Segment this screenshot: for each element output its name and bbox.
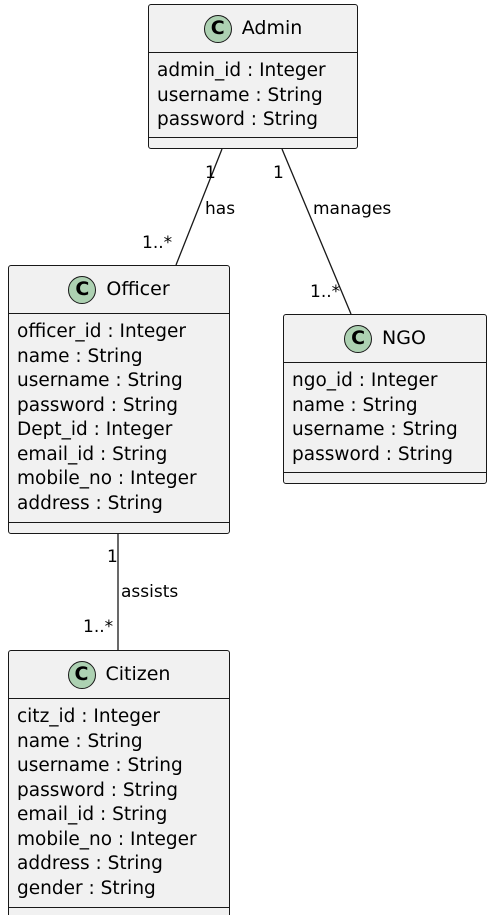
multiplicity-admin-ngo-source: 1 xyxy=(273,163,284,183)
class-stereotype-c-icon: C xyxy=(344,324,373,353)
attribute: mobile_no : Integer xyxy=(17,468,197,489)
attribute: email_id : String xyxy=(17,443,168,465)
attribute: password : String xyxy=(17,779,179,801)
class-name: NGO xyxy=(382,327,426,349)
attribute: admin_id : Integer xyxy=(157,60,326,81)
association-label-manages: manages xyxy=(313,199,391,219)
attribute: username : String xyxy=(157,84,323,106)
attribute: name : String xyxy=(17,730,143,752)
attribute: password : String xyxy=(17,394,179,416)
attribute-compartment: citz_id : Integer name : String username… xyxy=(9,699,229,908)
attribute: username : String xyxy=(17,370,183,391)
class-header: C Admin xyxy=(149,5,357,53)
association-label-assists: assists xyxy=(121,582,178,602)
class-name: Officer xyxy=(106,278,170,300)
attribute: mobile_no : Integer xyxy=(17,828,197,850)
attribute: password : String xyxy=(157,109,319,130)
class-stereotype-c-icon: C xyxy=(68,275,97,304)
attribute: officer_id : Integer xyxy=(17,321,187,342)
attribute: name : String xyxy=(292,394,418,416)
class-citizen[interactable]: C Citizen citz_id : Integer name : Strin… xyxy=(8,650,230,915)
class-name: Admin xyxy=(241,17,303,39)
class-admin[interactable]: C Admin admin_id : Integer username : St… xyxy=(148,4,358,149)
attribute: password : String xyxy=(292,443,454,465)
attribute: ngo_id : Integer xyxy=(292,370,438,391)
class-header: C Citizen xyxy=(9,651,229,699)
association-admin-officer: 1 has 1..* xyxy=(142,148,235,266)
class-header: C Officer xyxy=(9,266,229,314)
attribute: username : String xyxy=(17,755,183,776)
class-header: C NGO xyxy=(284,315,486,363)
attribute: address : String xyxy=(17,492,163,514)
attribute-compartment: admin_id : Integer username : String pas… xyxy=(149,53,357,138)
attribute: Dept_id : Integer xyxy=(17,419,173,440)
association-officer-citizen: 1 assists 1..* xyxy=(83,534,178,650)
attribute-compartment: ngo_id : Integer name : String username … xyxy=(284,363,486,473)
class-ngo[interactable]: C NGO ngo_id : Integer name : String use… xyxy=(283,314,487,484)
multiplicity-officer-citizen-source: 1 xyxy=(107,547,118,567)
class-stereotype-c-icon: C xyxy=(203,14,232,43)
class-name: Citizen xyxy=(105,663,171,685)
attribute: gender : String xyxy=(17,877,156,899)
attribute: address : String xyxy=(17,853,163,874)
attribute-compartment: officer_id : Integer name : String usern… xyxy=(9,314,229,523)
association-label-has: has xyxy=(205,199,235,219)
attribute: username : String xyxy=(292,419,458,440)
multiplicity-admin-officer-target: 1..* xyxy=(142,233,172,253)
multiplicity-admin-officer-source: 1 xyxy=(205,163,216,183)
multiplicity-officer-citizen-target: 1..* xyxy=(83,617,113,637)
multiplicity-admin-ngo-target: 1..* xyxy=(310,282,340,302)
attribute: email_id : String xyxy=(17,804,168,825)
class-stereotype-c-icon: C xyxy=(67,660,96,689)
attribute: name : String xyxy=(17,345,143,367)
attribute: citz_id : Integer xyxy=(17,706,160,727)
class-officer[interactable]: C Officer officer_id : Integer name : St… xyxy=(8,265,230,534)
association-admin-ngo: 1 manages 1..* xyxy=(273,148,391,315)
